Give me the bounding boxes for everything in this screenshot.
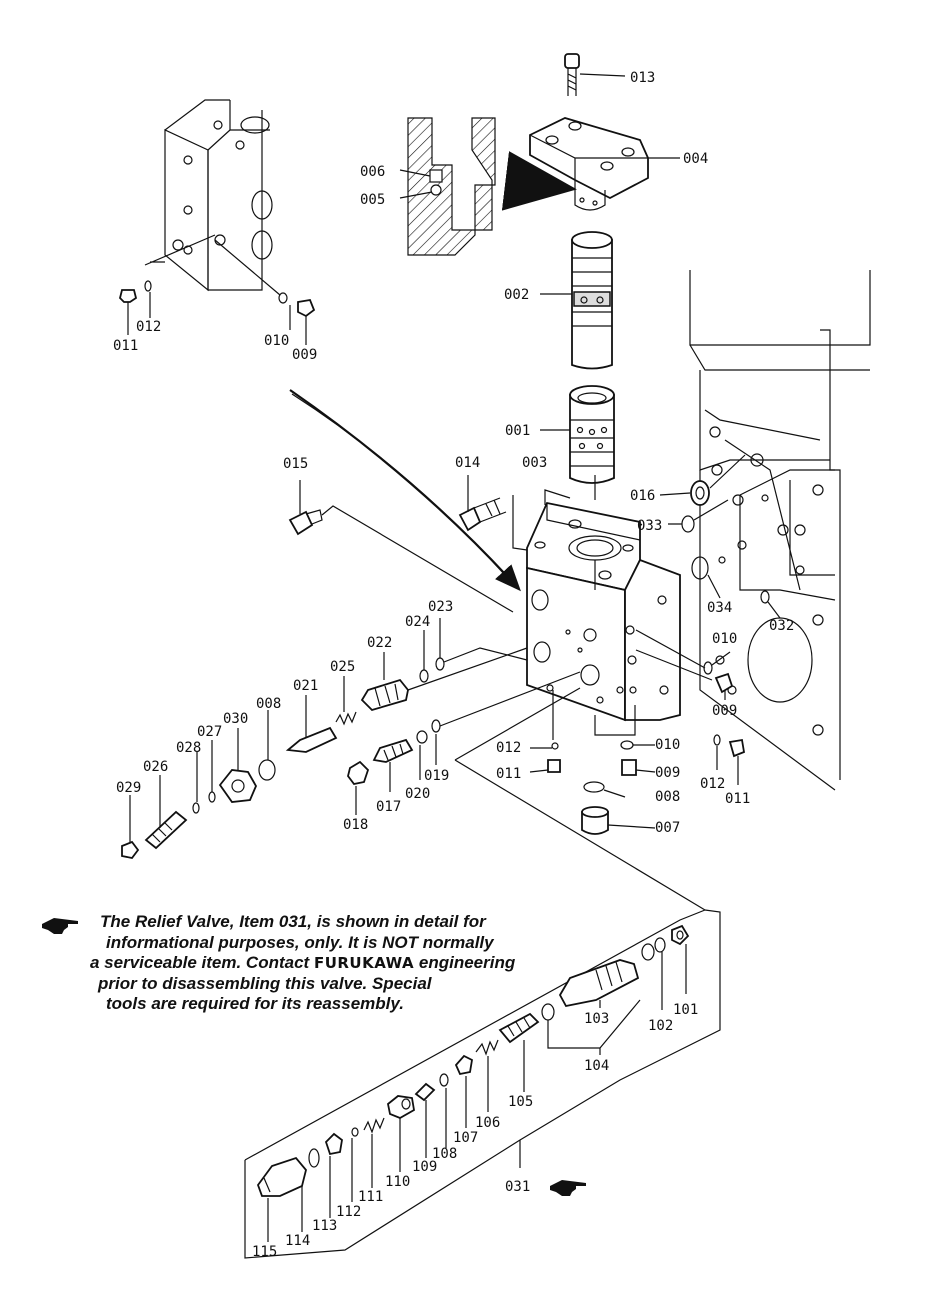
callout-012-mid: 012	[496, 740, 521, 756]
note-line-2: informational purposes, only. It is NOT …	[106, 932, 494, 952]
callout-009-right: 009	[712, 703, 737, 719]
relief-valve-note: The Relief Valve, Item 031, is shown in …	[58, 912, 578, 1015]
callout-010-bottom: 010	[655, 737, 680, 753]
callout-013: 013	[630, 70, 655, 86]
note-line-3-start: a serviceable item. Contact	[90, 953, 310, 972]
callout-011-mid: 011	[496, 766, 521, 782]
callout-015: 015	[283, 456, 308, 472]
callout-011-inset: 011	[113, 338, 138, 354]
callout-018: 018	[343, 817, 368, 833]
sleeves	[540, 231, 615, 484]
callout-110: 110	[385, 1174, 410, 1190]
callout-022: 022	[367, 635, 392, 651]
note-line-3-end: engineering	[418, 953, 516, 972]
callout-105: 105	[508, 1094, 533, 1110]
callout-101: 101	[673, 1002, 698, 1018]
callout-109: 109	[412, 1159, 437, 1175]
callout-033: 033	[637, 518, 662, 534]
relief-valve-detail	[244, 759, 721, 1259]
callout-031: 031	[505, 1179, 530, 1195]
callout-004: 004	[683, 151, 708, 167]
callout-026: 026	[143, 759, 168, 775]
inset-side-block	[119, 99, 316, 345]
cover-and-bolt	[529, 53, 680, 211]
callout-102: 102	[648, 1018, 673, 1034]
callout-002: 002	[504, 287, 529, 303]
curved-arrow	[289, 389, 521, 592]
callout-104: 104	[584, 1058, 609, 1074]
valve-block	[512, 475, 681, 736]
callout-024: 024	[405, 614, 430, 630]
machine-body	[689, 270, 871, 791]
callout-019: 019	[424, 768, 449, 784]
callout-034: 034	[707, 600, 732, 616]
callout-012-inset: 012	[136, 319, 161, 335]
callout-001: 001	[505, 423, 530, 439]
callout-025: 025	[330, 659, 355, 675]
callout-114: 114	[285, 1233, 310, 1249]
callout-113: 113	[312, 1218, 337, 1234]
callout-008-left: 008	[256, 696, 281, 712]
callout-006: 006	[360, 164, 385, 180]
callout-027: 027	[197, 724, 222, 740]
note-line-5: tools are required for its reassembly.	[106, 994, 404, 1013]
note-line-1: The Relief Valve, Item 031, is shown in …	[100, 912, 486, 931]
callout-010-right: 010	[712, 631, 737, 647]
left-parts	[121, 618, 581, 859]
callout-108: 108	[432, 1146, 457, 1162]
bore-section	[399, 117, 577, 256]
callout-103: 103	[584, 1011, 609, 1027]
callout-021: 021	[293, 678, 318, 694]
side-rings	[635, 454, 781, 785]
callout-020: 020	[405, 786, 430, 802]
callout-009-inset: 009	[292, 347, 317, 363]
callout-016: 016	[630, 488, 655, 504]
bottom-parts	[529, 690, 656, 835]
callout-115: 115	[252, 1244, 277, 1260]
callout-007: 007	[655, 820, 680, 836]
callout-005: 005	[360, 192, 385, 208]
bolt-014-plug-015	[288, 475, 514, 613]
callout-008-bottom: 008	[655, 789, 680, 805]
pointing-hand-icon	[42, 918, 78, 934]
callout-028: 028	[176, 740, 201, 756]
callout-014: 014	[455, 455, 480, 471]
callout-012-right: 012	[700, 776, 725, 792]
note-line-4: prior to disassembling this valve. Speci…	[98, 973, 432, 993]
callout-112: 112	[336, 1204, 361, 1220]
callout-011-right: 011	[725, 791, 750, 807]
callout-106: 106	[475, 1115, 500, 1131]
callout-023: 023	[428, 599, 453, 615]
callout-010-inset: 010	[264, 333, 289, 349]
callout-009-bottom: 009	[655, 765, 680, 781]
note-line-3: a serviceable item. Contact FURUKAWA eng…	[58, 953, 578, 974]
pointing-hand-icon	[550, 1180, 586, 1196]
callout-029: 029	[116, 780, 141, 796]
callout-107: 107	[453, 1130, 478, 1146]
callout-017: 017	[376, 799, 401, 815]
callout-032: 032	[769, 618, 794, 634]
brand-wordmark: FURUKAWA	[313, 954, 415, 972]
callout-030: 030	[223, 711, 248, 727]
callout-labels: 013 004 006 005 002 001 012 011 010 009 …	[113, 70, 794, 1260]
callout-111: 111	[358, 1189, 383, 1205]
callout-003: 003	[522, 455, 547, 471]
